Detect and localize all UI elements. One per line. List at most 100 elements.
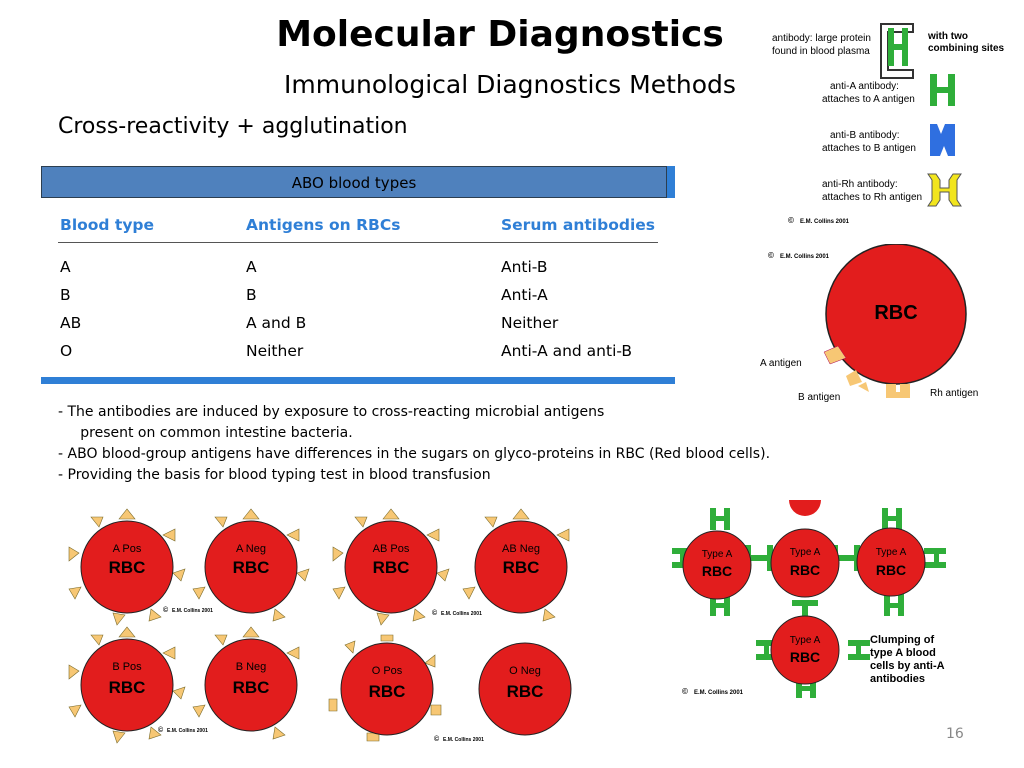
cell-ab-pos: AB Pos RBC (332, 508, 450, 626)
table-cell: AB (60, 313, 82, 332)
anti-rh-antibody-icon (927, 173, 962, 207)
a-antigen-label: A antigen (760, 358, 802, 369)
caption-bar-edge (667, 166, 675, 198)
cell-ab-neg: AB Neg RBC (462, 508, 570, 622)
svg-text:E.M. Collins 2001: E.M. Collins 2001 (780, 254, 830, 260)
clump-cell-4: Type A RBC (770, 615, 840, 685)
svg-text:Type A: Type A (790, 635, 821, 646)
svg-text:E.M. Collins 2001: E.M. Collins 2001 (443, 737, 484, 743)
cell-type-label: B Neg (236, 661, 267, 673)
svg-text:E.M. Collins 2001: E.M. Collins 2001 (167, 728, 208, 734)
cell-rbc-label: RBC (109, 678, 146, 697)
clump-cell-1: Type A RBC (682, 530, 752, 600)
b-antigen-shape-2 (858, 382, 869, 392)
cell-o-neg: O Neg RBC (478, 642, 572, 736)
table-cell: A (60, 257, 71, 276)
blood-type-cells: A Pos RBC A Neg RBC © E.M. Collins 2001 … (68, 508, 572, 744)
generic-antibody-icon (880, 23, 914, 79)
table-row: A A Anti-B (58, 243, 658, 281)
rbc-antigen-diagram: © E.M. Collins 2001 RBC A antigen B anti… (760, 244, 978, 403)
anti-rh-label-1: anti-Rh antibody: (822, 179, 898, 190)
table-cell: A and B (246, 313, 307, 332)
antibody-desc-2: found in blood plasma (772, 46, 870, 57)
cell-a-neg: A Neg RBC (192, 508, 310, 622)
table-cell: Anti-B (501, 257, 548, 276)
cell-b-neg: B Neg RBC (192, 626, 300, 740)
svg-text:Clumping of: Clumping of (870, 634, 934, 646)
abo-table-header-row: Blood type Antigens on RBCs Serum antibo… (58, 212, 658, 243)
table-cell: A (246, 257, 257, 276)
cell-rbc-label: RBC (109, 558, 146, 577)
table-cell: Neither (246, 341, 304, 360)
cell-type-label: A Pos (113, 543, 142, 555)
note-line: present on common intestine bacteria. (58, 425, 353, 441)
page-number: 16 (946, 726, 964, 742)
anti-b-label-1: anti-B antibody: (830, 130, 900, 141)
svg-text:©: © (158, 726, 164, 734)
cell-rbc-label: RBC (233, 558, 270, 577)
copyright-row1-b: © E.M. Collins 2001 (432, 609, 482, 617)
table-row: AB A and B Neither (58, 308, 658, 336)
cell-o-pos: O Pos RBC (328, 634, 442, 742)
svg-text:RBC: RBC (790, 562, 820, 578)
partial-cell-top (789, 500, 821, 516)
sites-label-2: combining sites (928, 43, 1005, 54)
col-header-antigens: Antigens on RBCs (244, 212, 499, 243)
slide-subtitle: Immunological Diagnostics Methods (284, 70, 736, 99)
svg-text:E.M. Collins 2001: E.M. Collins 2001 (694, 690, 744, 696)
abo-table-caption-bar: ABO blood types (41, 166, 667, 198)
col-header-blood-type: Blood type (58, 212, 244, 243)
svg-text:RBC: RBC (702, 563, 732, 579)
cell-type-label: B Pos (112, 661, 142, 673)
svg-text:RBC: RBC (790, 649, 820, 665)
svg-text:E.M. Collins 2001: E.M. Collins 2001 (441, 611, 482, 617)
cell-rbc-label: RBC (507, 682, 544, 701)
svg-text:Type A: Type A (702, 549, 733, 560)
cell-type-label: AB Pos (373, 543, 410, 555)
clumping-caption: Clumping of type A blood cells by anti-A… (870, 634, 945, 685)
svg-text:©: © (768, 251, 774, 260)
rh-antigen-label: Rh antigen (930, 388, 978, 399)
anti-rh-label-2: attaches to Rh antigen (822, 192, 922, 203)
svg-text:RBC: RBC (876, 562, 906, 578)
svg-text:©: © (432, 609, 438, 617)
section-heading: Cross-reactivity + agglutination (58, 114, 408, 139)
a-antigen-shape (823, 345, 847, 365)
anti-b-label-2: attaches to B antigen (822, 143, 916, 154)
antibody-legend: antibody: large protein found in blood p… (772, 23, 1005, 225)
svg-text:E.M. Collins 2001: E.M. Collins 2001 (800, 219, 850, 225)
table-bottom-bar (41, 377, 675, 384)
b-antigen-label: B antigen (798, 392, 840, 403)
svg-text:E.M. Collins 2001: E.M. Collins 2001 (172, 608, 213, 614)
copyright-legend: © E.M. Collins 2001 (788, 216, 850, 225)
anti-a-label-2: attaches to A antigen (822, 94, 915, 105)
svg-text:Type A: Type A (876, 547, 907, 558)
cell-b-pos: B Pos RBC (68, 626, 186, 744)
cell-type-label: AB Neg (502, 543, 540, 555)
svg-text:type A blood: type A blood (870, 647, 936, 659)
clumping-diagram: Type A RBC Type A RBC Type A RBC Type A … (672, 500, 946, 698)
note-line: - ABO blood-group antigens have differen… (58, 446, 771, 462)
cell-a-pos: A Pos RBC (68, 508, 186, 626)
table-cell: O (60, 341, 73, 360)
note-line: - The antibodies are induced by exposure… (58, 404, 605, 420)
svg-text:cells by anti-A: cells by anti-A (870, 660, 945, 672)
rh-antigen-shape (886, 384, 910, 398)
table-cell: B (60, 285, 71, 304)
anti-b-antibody-icon (930, 124, 955, 156)
sites-label-1: with two (927, 31, 968, 42)
clump-cell-2: Type A RBC (770, 528, 840, 598)
cell-type-label: O Neg (509, 665, 541, 677)
abo-table: Blood type Antigens on RBCs Serum antibo… (58, 212, 658, 364)
svg-text:Type A: Type A (790, 547, 821, 558)
cell-type-label: O Pos (372, 665, 403, 677)
cell-type-label: A Neg (236, 543, 266, 555)
copyright-row2-a: © E.M. Collins 2001 (158, 726, 208, 734)
slide-title: Molecular Diagnostics (276, 14, 724, 55)
clump-cell-3: Type A RBC (856, 527, 926, 597)
copyright-rbc: © E.M. Collins 2001 (768, 251, 830, 260)
table-cell: Anti-A and anti-B (501, 341, 633, 360)
table-row: O Neither Anti-A and anti-B (58, 336, 658, 364)
svg-text:©: © (163, 606, 169, 614)
copyright-row1-a: © E.M. Collins 2001 (163, 606, 213, 614)
